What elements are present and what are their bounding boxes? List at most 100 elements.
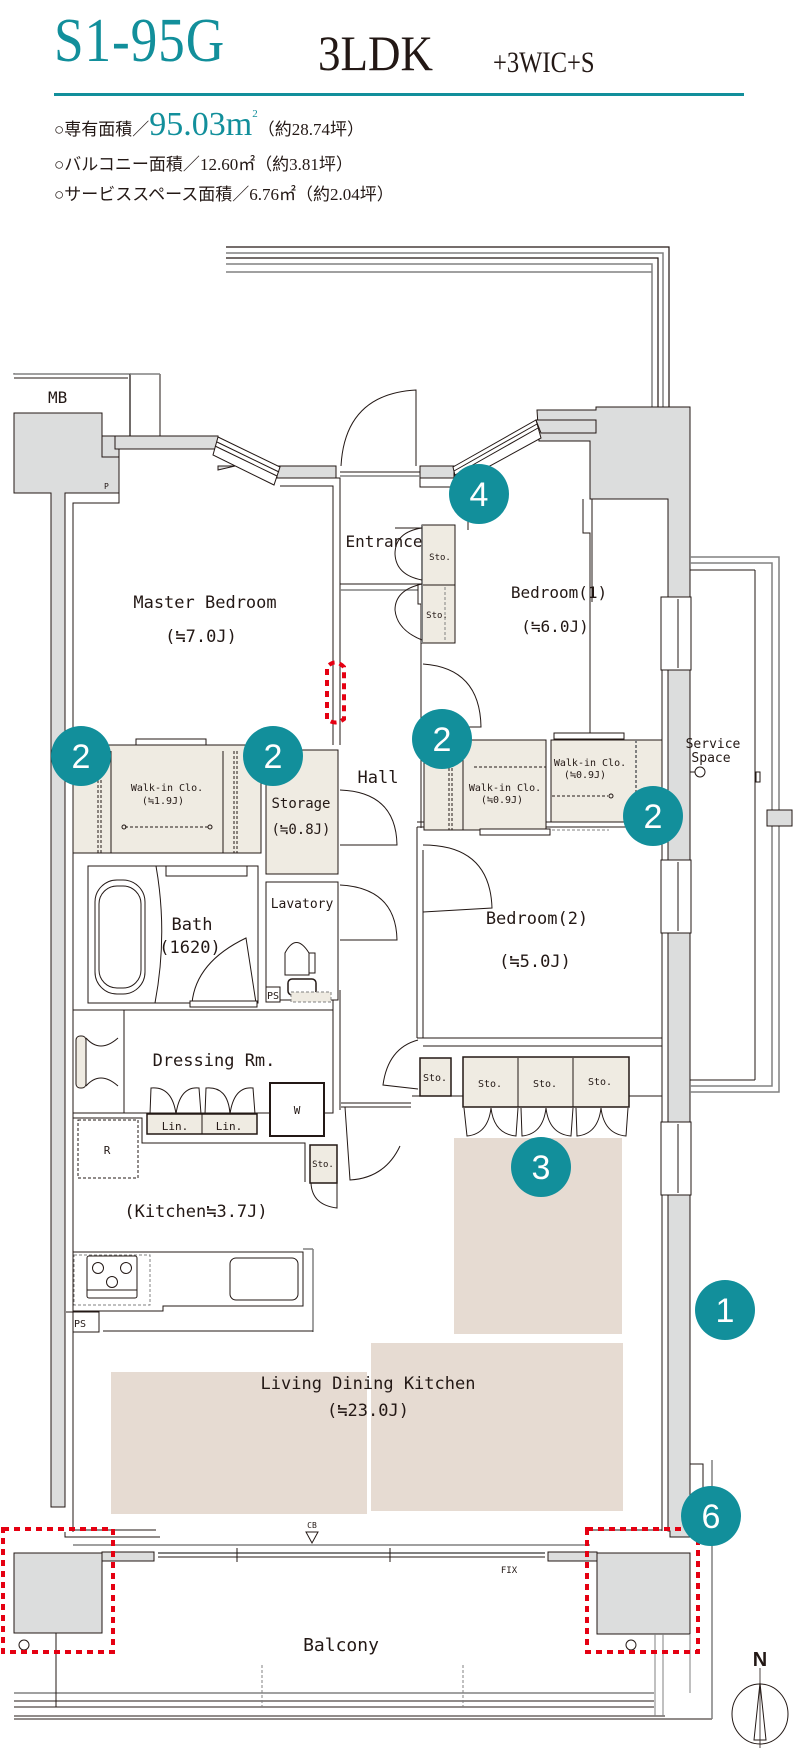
area-value: 95.03 xyxy=(149,106,226,143)
dressing-room: Dressing Rm. Lin. Lin. W xyxy=(72,1009,334,1137)
sto-ldk-2: Sto. xyxy=(533,1079,557,1090)
area-service: ○サービススペース面積／6.76㎡（約2.04坪） xyxy=(54,180,394,205)
marker-number: 3 xyxy=(532,1149,551,1187)
sto-entrance-1: Sto. xyxy=(429,553,451,563)
ldk-storage: Sto. Sto. Sto. Sto. xyxy=(419,1056,630,1137)
bath-room: Bath (1620) xyxy=(87,865,259,1008)
wic-b2-size: (≒0.9J) xyxy=(564,770,606,781)
entrance-storage: Sto. Sto. xyxy=(394,524,456,644)
balcony-sash: CB FIX xyxy=(73,1521,598,1576)
area-label: ○専有面積／ xyxy=(54,120,150,139)
storage-label: Storage xyxy=(271,796,330,812)
highlight-areas xyxy=(1,660,700,1654)
bedroom1-door[interactable] xyxy=(422,663,482,728)
bedroom2-label: Bedroom(2) xyxy=(486,909,588,929)
marker-number: 2 xyxy=(72,738,91,776)
area-private: ○専有面積／95.03m2（約28.74坪） xyxy=(54,106,364,144)
p-label: P xyxy=(104,482,109,491)
area-tsubo: （約28.74坪） xyxy=(257,120,364,139)
marker-4[interactable]: 4 xyxy=(449,464,509,524)
ldk-size: (≒23.0J) xyxy=(327,1401,409,1421)
storage-door[interactable] xyxy=(339,789,398,846)
marker-number: 6 xyxy=(702,1498,721,1536)
area-tsubo: （約2.04坪） xyxy=(295,185,394,204)
mb-area: MB xyxy=(13,373,161,436)
ps-label: PS xyxy=(267,991,279,1002)
marker-2-bedroom2-wic[interactable]: 2 xyxy=(623,786,683,846)
wic-b1-label: Walk-in Clo. xyxy=(469,783,541,794)
fridge-label: R xyxy=(104,1144,111,1157)
marker-6[interactable]: 6 xyxy=(681,1486,741,1546)
marker-number: 2 xyxy=(264,738,283,776)
layout-suffix: +3WIC+S xyxy=(493,46,595,79)
marker-3[interactable]: 3 xyxy=(511,1137,571,1197)
hall-label: Hall xyxy=(358,768,399,788)
mb-label: MB xyxy=(48,388,67,407)
bath-size: (1620) xyxy=(159,938,220,958)
wic-master-size: (≒1.9J) xyxy=(142,796,184,807)
linen-label-1: Lin. xyxy=(162,1120,189,1133)
right-windows xyxy=(660,596,692,1196)
kitchen-label: (Kitchen≒3.7J) xyxy=(124,1202,267,1222)
marker-1[interactable]: 1 xyxy=(695,1280,755,1340)
service-space-label-2: Space xyxy=(691,751,730,766)
service-space: Service Space xyxy=(686,556,793,1093)
layout-type: 3LDK xyxy=(318,25,433,81)
sto-kitchen-label: Sto. xyxy=(312,1160,334,1170)
ldk-door[interactable] xyxy=(344,1106,401,1181)
closet-door[interactable] xyxy=(382,1039,419,1090)
master-bay-window xyxy=(212,436,281,486)
plan-code: S1-95G xyxy=(54,7,226,75)
title-rule xyxy=(54,93,744,96)
balcony-label: Balcony xyxy=(303,1635,379,1656)
marker-2-bedroom1-wic[interactable]: 2 xyxy=(412,709,472,769)
sto-entrance-2: Sto. xyxy=(426,611,448,621)
ps-kitchen-label: PS xyxy=(74,1319,86,1330)
marker-number: 4 xyxy=(470,476,489,514)
area-balcony: ○バルコニー面積／12.60㎡（約3.81坪） xyxy=(54,150,353,175)
title-row: S1-95G xyxy=(54,6,253,77)
entrance-door[interactable] xyxy=(340,389,417,467)
wic-b1-size: (≒0.9J) xyxy=(481,795,523,806)
area-value: 12.60㎡ xyxy=(199,155,256,174)
lavatory-door[interactable] xyxy=(339,884,398,941)
wic-master-label: Walk-in Clo. xyxy=(131,783,203,794)
marker-number: 2 xyxy=(433,721,452,759)
master-bedroom-size: (≒7.0J) xyxy=(165,627,237,647)
linen-label-2: Lin. xyxy=(216,1120,243,1133)
area-tsubo: （約3.81坪） xyxy=(255,155,353,174)
marker-1-number: 1 xyxy=(716,1292,735,1330)
storage-size: (≒0.8J) xyxy=(271,822,330,838)
marker-2-master-wic[interactable]: 2 xyxy=(51,726,111,786)
entrance-label: Entrance xyxy=(345,532,422,551)
marker-number: 2 xyxy=(644,798,663,836)
ldk-label: Living Dining Kitchen xyxy=(261,1374,476,1394)
wic-b2-label: Walk-in Clo. xyxy=(554,758,626,769)
area-value: 6.76㎡ xyxy=(249,185,296,204)
bedroom1-size: (≒6.0J) xyxy=(521,617,588,636)
cb-label: CB xyxy=(307,1521,317,1530)
sto-ldk-3: Sto. xyxy=(588,1077,612,1088)
bedroom2-door[interactable] xyxy=(422,844,493,913)
master-bedroom-label: Master Bedroom xyxy=(133,593,276,613)
fix-label: FIX xyxy=(501,1566,518,1576)
area-label: ○サービススペース面積／ xyxy=(54,185,250,204)
marker-2-storage[interactable]: 2 xyxy=(243,726,303,786)
master-top-wall xyxy=(101,435,337,479)
kitchen-area: R Sto. (Kitchen≒3.7J) PS xyxy=(66,1117,338,1333)
washer-label: W xyxy=(294,1104,301,1117)
plan-header: S1-95G 3LDK +3WIC+S ○専有面積／95.03m2（約28.74… xyxy=(0,0,799,210)
lavatory-room: PS xyxy=(265,881,339,1003)
upper-corridor-lines xyxy=(226,246,670,408)
service-space-label-1: Service xyxy=(686,737,741,752)
area-label: ○バルコニー面積／ xyxy=(54,155,200,174)
north-compass: N xyxy=(731,1649,789,1748)
area-unit-sup: 2 xyxy=(252,108,258,120)
sto-ldk-1: Sto. xyxy=(478,1079,502,1090)
lavatory-label: Lavatory xyxy=(271,897,334,912)
bedroom2-size: (≒5.0J) xyxy=(499,952,571,972)
dressing-label: Dressing Rm. xyxy=(153,1051,276,1071)
balcony-rails: Balcony xyxy=(14,1460,713,1720)
north-label: N xyxy=(753,1649,767,1671)
